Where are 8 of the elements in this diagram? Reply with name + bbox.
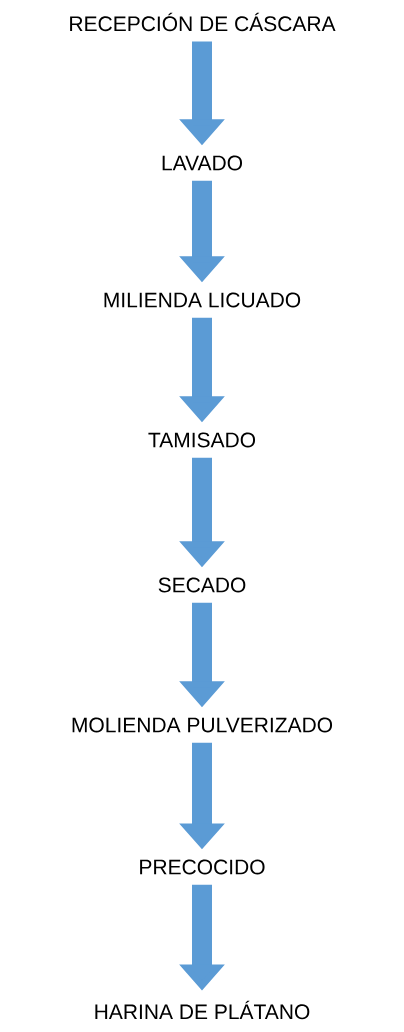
step-label: MILIENDA LICUADO [104,292,301,308]
step-label: HARINA DE PLÁTANO [95,1000,310,1020]
step-label: LAVADO [162,155,243,171]
step-label: SECADO [158,577,246,593]
step-label: PRECOCIDO [140,859,265,875]
step-label: TAMISADO [148,432,256,448]
step-label: RECEPCIÓN DE CÁSCARA [70,12,336,32]
step-label: MOLIENDA PULVERIZADO [72,717,333,733]
